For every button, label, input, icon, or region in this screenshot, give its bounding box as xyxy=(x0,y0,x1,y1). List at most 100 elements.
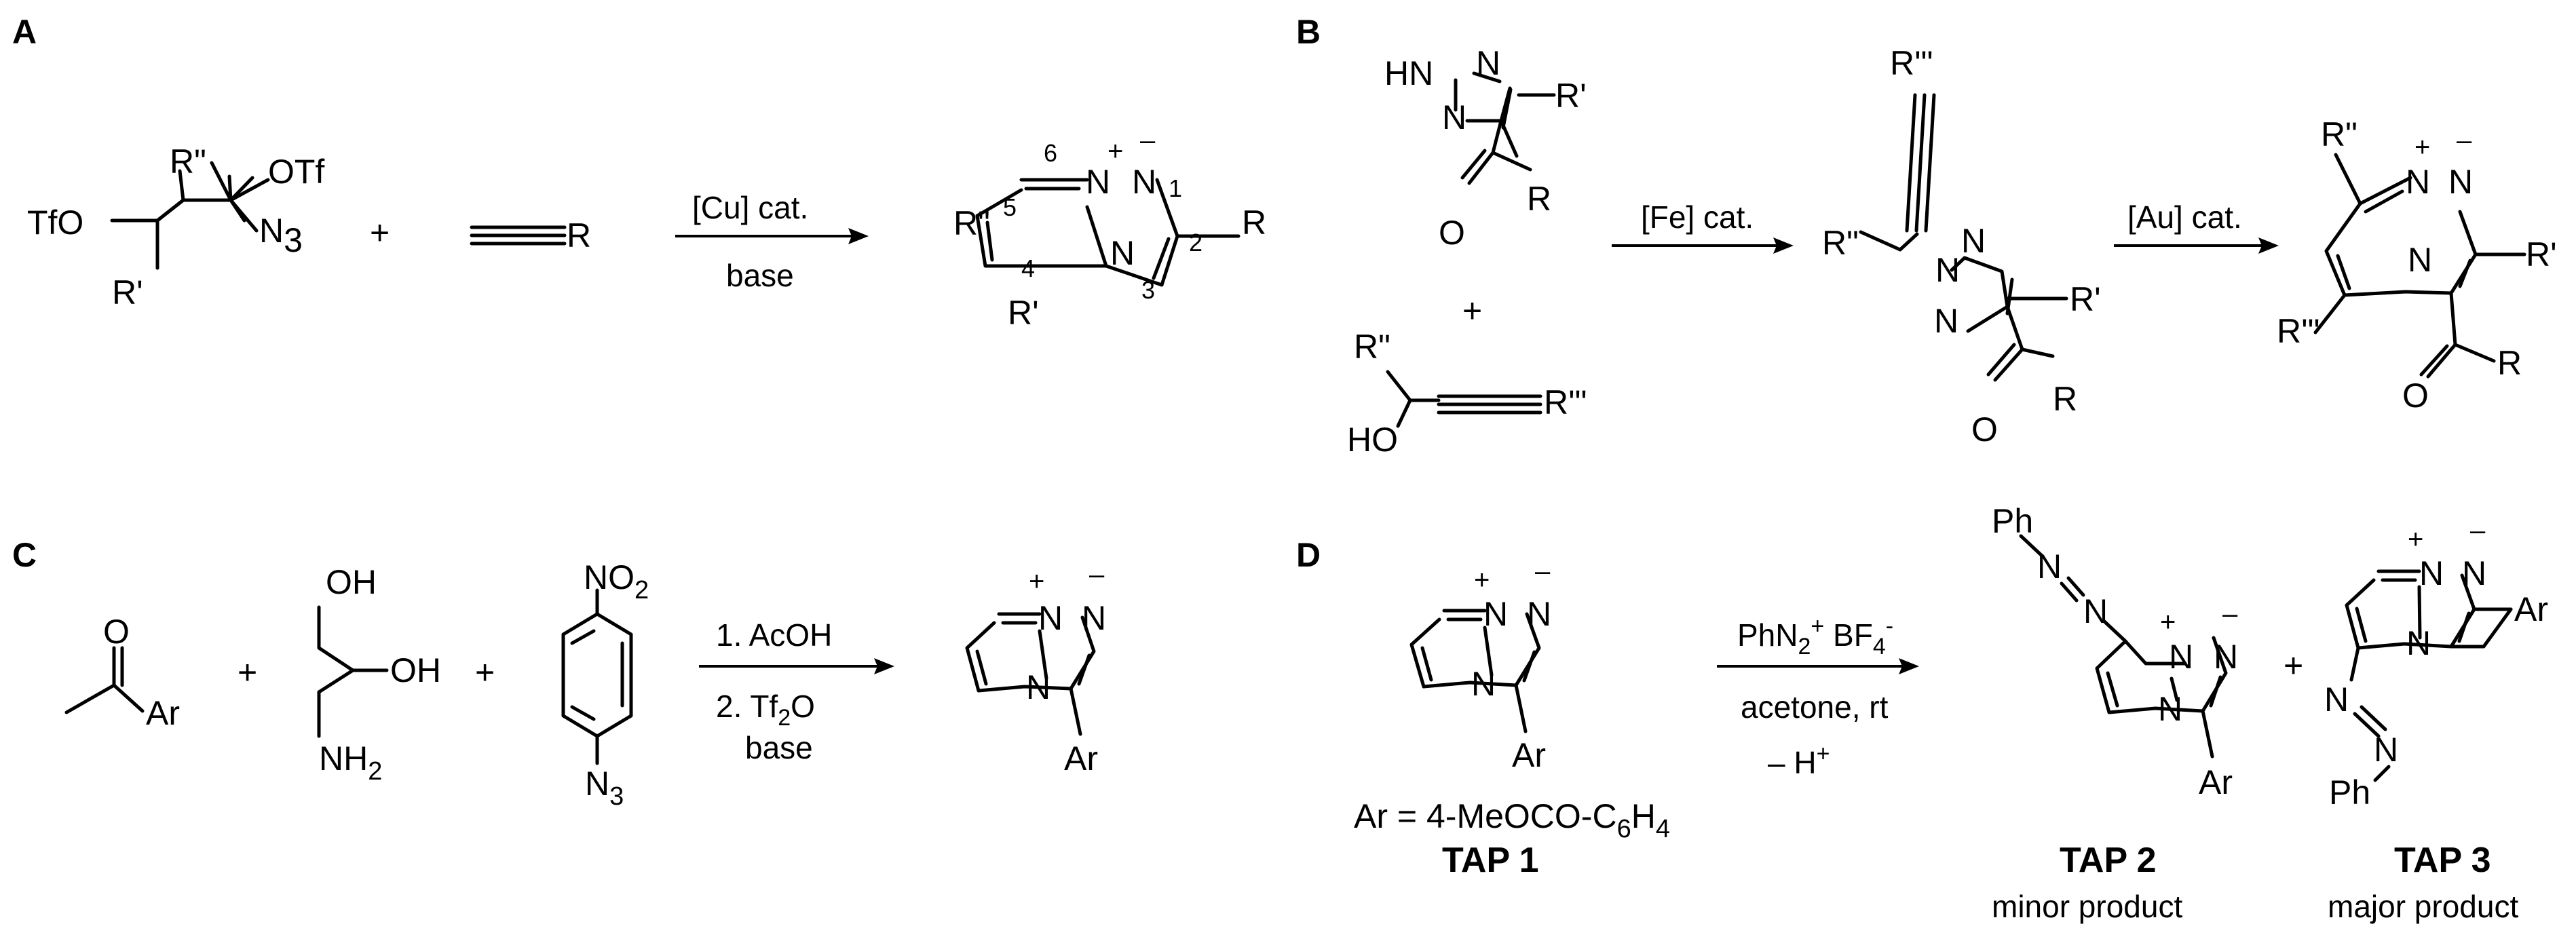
tap3-n-plus: N xyxy=(2419,554,2444,592)
plus-sign-c2: + xyxy=(475,653,495,691)
plus-sign-a1: + xyxy=(370,214,390,252)
product-b-r-double-prime: R" xyxy=(2321,115,2357,153)
minus-charge-tap1: – xyxy=(1535,556,1551,586)
product-r-prime: R' xyxy=(1008,294,1039,332)
tap3-ar: Ar xyxy=(2514,590,2548,628)
condition-acetone: acetone, rt xyxy=(1741,689,1889,725)
arrow-b1: [Fe] cat. xyxy=(1612,199,1794,254)
plus-charge-c: + xyxy=(1029,567,1044,596)
intermediate-n-propargyl-triazole: R'" R" N N N R' O R xyxy=(1822,44,2101,448)
reactant-azido-ditriflate: TfO R" OTf R' N3 xyxy=(27,142,324,311)
intermediate-n3: N xyxy=(1934,302,1958,340)
plus-charge-a: + xyxy=(1107,136,1123,166)
reactant-nh-triazole: HN N N R' O R xyxy=(1384,44,1587,252)
product-b-r-prime: R' xyxy=(2526,235,2557,273)
reactant-alkyne: R xyxy=(470,216,591,254)
product-c-n-minus: N xyxy=(1082,599,1106,637)
product-pyrazolotriazolium-a: N + N – N R R" R' 6 1 2 3 4 5 xyxy=(953,126,1266,332)
plus-sign-c1: + xyxy=(238,653,257,691)
tap3-n-minus: N xyxy=(2462,554,2486,592)
arrow-d: PhN2+ BF4- acetone, rt – H+ xyxy=(1717,613,1919,780)
intermediate-n1: N xyxy=(1935,251,1960,289)
condition-au-cat: [Au] cat. xyxy=(2127,199,2242,235)
tap1-n-plus: N xyxy=(1483,595,1508,633)
ring-position-6: 6 xyxy=(1044,139,1057,167)
tap1-label: TAP 1 xyxy=(1442,841,1539,880)
plus-sign-d: + xyxy=(2284,647,2303,685)
r-double-prime: R" xyxy=(170,142,206,180)
compound-tap3: N + N – N Ar N N Ph xyxy=(2324,516,2548,811)
intermediate-n2: N xyxy=(1961,222,1986,260)
product-c-n-bridge: N xyxy=(1026,668,1050,706)
nitro-group: NO2 xyxy=(584,558,649,605)
minus-charge-a: – xyxy=(1140,126,1156,155)
alkyne-r: R xyxy=(567,216,591,254)
triazole-n2: N xyxy=(1476,44,1500,82)
ketone-ar-c: Ar xyxy=(146,694,180,732)
product-c-ar: Ar xyxy=(1064,740,1098,778)
intermediate-ketone-r: R xyxy=(2053,380,2077,418)
condition-diazonium: PhN2+ BF4- xyxy=(1737,613,1893,659)
panel-label-b: B xyxy=(1296,13,1321,51)
tap2-azo-n1: N xyxy=(2037,548,2062,586)
ring-position-3: 3 xyxy=(1141,276,1155,304)
ring-n-plus: N xyxy=(1086,163,1110,201)
tap2-description: minor product xyxy=(1992,889,2182,924)
reactant-nitrophenyl-azide: NO2 N3 xyxy=(561,558,649,811)
product-b-ketone-o: O xyxy=(2402,377,2429,415)
ring-position-2: 2 xyxy=(1189,229,1202,256)
panel-label-d: D xyxy=(1296,536,1321,574)
product-b-n-plus: N xyxy=(2406,163,2430,201)
condition-base-c: base xyxy=(745,730,813,765)
arrow-a: [Cu] cat. base xyxy=(675,190,869,293)
serinol-oh-top: OH xyxy=(326,563,377,601)
plus-sign-b: + xyxy=(1462,292,1482,330)
reactant-aryl-ketone: O Ar xyxy=(64,613,180,732)
ar-definition: Ar = 4-MeOCO-C6H4 xyxy=(1354,797,1670,843)
tap3-azo-n1: N xyxy=(2324,681,2349,718)
plus-charge-tap3: + xyxy=(2408,524,2423,554)
ketone-o-c: O xyxy=(103,613,130,651)
product-c-n-plus: N xyxy=(1038,599,1063,637)
serinol-nh2: NH2 xyxy=(319,740,382,786)
tap2-label: TAP 2 xyxy=(2060,841,2157,880)
intermediate-r-prime: R' xyxy=(2070,280,2101,318)
alcohol-r-triple-prime: R'" xyxy=(1544,383,1587,421)
tap2-ar: Ar xyxy=(2199,763,2233,801)
compound-tap2: Ph N N N + N – N Ar xyxy=(1992,502,2238,801)
condition-fe-cat: [Fe] cat. xyxy=(1641,199,1754,235)
r-prime: R' xyxy=(112,273,143,311)
tfo-group: TfO xyxy=(27,204,83,242)
ring-position-4: 4 xyxy=(1021,254,1035,282)
ring-position-5: 5 xyxy=(1003,193,1017,221)
tap3-description: major product xyxy=(2328,889,2518,924)
product-b-ketone-r: R xyxy=(2497,344,2522,382)
minus-charge-b: – xyxy=(2457,126,2472,155)
ketone-o-b1: O xyxy=(1439,214,1465,252)
tap2-phenyl: Ph xyxy=(1992,502,2033,540)
triazole-n3: N xyxy=(1442,98,1466,136)
product-b-r-triple-prime: R'" xyxy=(2277,312,2319,350)
condition-cu-cat: [Cu] cat. xyxy=(692,190,808,225)
product-r: R xyxy=(1242,204,1266,242)
intermediate-r-triple-prime: R'" xyxy=(1890,44,1933,82)
triazole-r-prime: R' xyxy=(1555,77,1587,115)
product-pyrazolotriazolium-b: R" N + N – N R' R'" O R xyxy=(2277,115,2557,415)
product-b-n-bridge: N xyxy=(2408,241,2432,279)
tap1-n-minus: N xyxy=(1527,595,1551,633)
tap2-n-minus: N xyxy=(2214,638,2238,676)
ring-n-bridge: N xyxy=(1110,234,1135,272)
minus-charge-tap2: – xyxy=(2222,599,2238,629)
alcohol-r-double-prime: R" xyxy=(1354,328,1390,366)
condition-minus-h: – H+ xyxy=(1768,741,1830,780)
condition-base-a: base xyxy=(726,258,794,293)
condition-acoh: 1. AcOH xyxy=(716,617,832,653)
arrow-b2: [Au] cat. xyxy=(2114,199,2279,254)
ring-n-minus: N xyxy=(1132,163,1156,201)
tap2-n-bridge: N xyxy=(2158,690,2182,728)
condition-tf2o: 2. Tf2O xyxy=(716,689,815,731)
triazole-hn: HN xyxy=(1384,54,1433,92)
otf-group: OTf xyxy=(268,153,324,191)
intermediate-ketone-o: O xyxy=(1971,410,1998,448)
